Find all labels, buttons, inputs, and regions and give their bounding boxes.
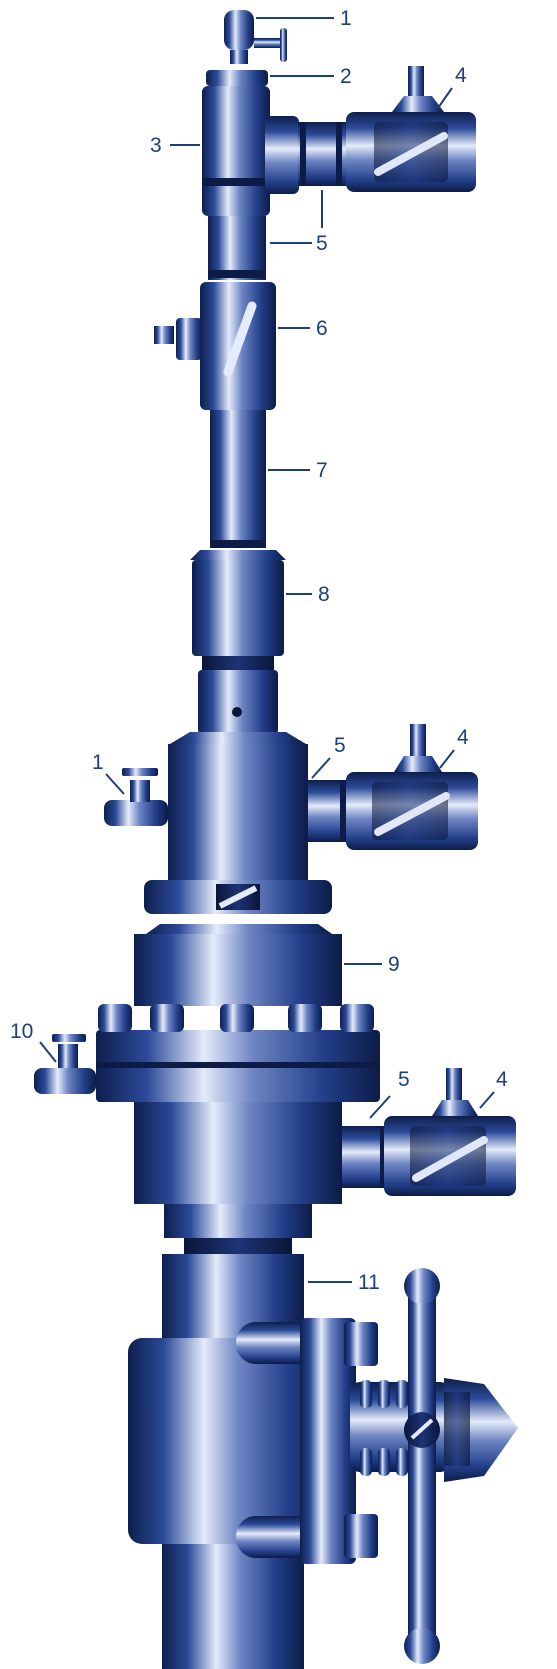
callout-4-lower: 4: [479, 1068, 508, 1109]
callout-2: 2: [270, 65, 352, 88]
svg-text:7: 7: [316, 459, 328, 482]
callout-4-upper: 4: [437, 64, 467, 109]
callout-8: 8: [286, 583, 330, 606]
svg-text:10: 10: [10, 1020, 33, 1043]
mid-side-needle-valve: [104, 768, 168, 826]
thread-collar: [184, 1238, 292, 1254]
callout-labels: 1 2 3 4 5 6 7 8: [10, 7, 508, 1294]
svg-text:5: 5: [334, 734, 346, 757]
callout-7: 7: [268, 459, 328, 482]
bottom-handwheel: [404, 1268, 440, 1664]
upper-gate-valve: [346, 66, 476, 192]
svg-text:5: 5: [398, 1068, 410, 1091]
svg-text:4: 4: [496, 1068, 508, 1091]
lower-gate-valve: [384, 1068, 516, 1196]
upper-master-valve-body: [154, 282, 276, 410]
mid-gate-valve: [346, 724, 478, 850]
bottom-stem-cap: [444, 1378, 518, 1482]
callout-10: 10: [10, 1020, 57, 1063]
mid-housing: [168, 732, 308, 884]
svg-text:4: 4: [455, 64, 467, 87]
svg-text:1: 1: [92, 751, 104, 774]
callout-5-upper: 5: [270, 190, 328, 255]
callout-6: 6: [278, 317, 328, 340]
svg-text:1: 1: [340, 7, 352, 30]
callout-4-mid: 4: [439, 726, 469, 769]
svg-text:5: 5: [316, 232, 328, 255]
callout-9: 9: [344, 953, 400, 976]
threaded-connection: [198, 656, 278, 734]
svg-text:2: 2: [340, 65, 352, 88]
svg-text:6: 6: [316, 317, 328, 340]
callout-3: 3: [150, 134, 200, 157]
svg-text:9: 9: [388, 953, 400, 976]
callout-1-mid: 1: [92, 751, 125, 795]
lower-side-spool: [342, 1126, 388, 1188]
svg-text:8: 8: [318, 583, 330, 606]
svg-text:3: 3: [150, 134, 162, 157]
clamp-ring: [144, 880, 332, 914]
upper-spool-section: [208, 216, 266, 280]
svg-text:11: 11: [358, 1271, 380, 1294]
lubricator-tube: [210, 410, 266, 548]
callout-11: 11: [308, 1271, 380, 1294]
bottom-tee-body: [128, 1254, 328, 1669]
callout-5-mid: 5: [311, 734, 346, 779]
quick-union-collar: [190, 550, 286, 656]
top-handwheel-valve: [224, 10, 287, 64]
bottom-outlet-flange: [236, 1318, 378, 1564]
svg-text:4: 4: [457, 726, 469, 749]
callout-1-top: 1: [256, 7, 352, 30]
flange-studs: [98, 1004, 374, 1032]
callout-5-lower: 5: [369, 1068, 410, 1119]
lower-spool-body: [134, 924, 342, 1238]
lower-side-needle-valve: [34, 1034, 96, 1094]
mid-side-spool: [308, 780, 348, 842]
swab-cap-ring: [206, 70, 268, 86]
upper-side-spool: [298, 122, 346, 186]
bolted-flange: [96, 1004, 380, 1102]
upper-tee-body: [202, 86, 299, 216]
